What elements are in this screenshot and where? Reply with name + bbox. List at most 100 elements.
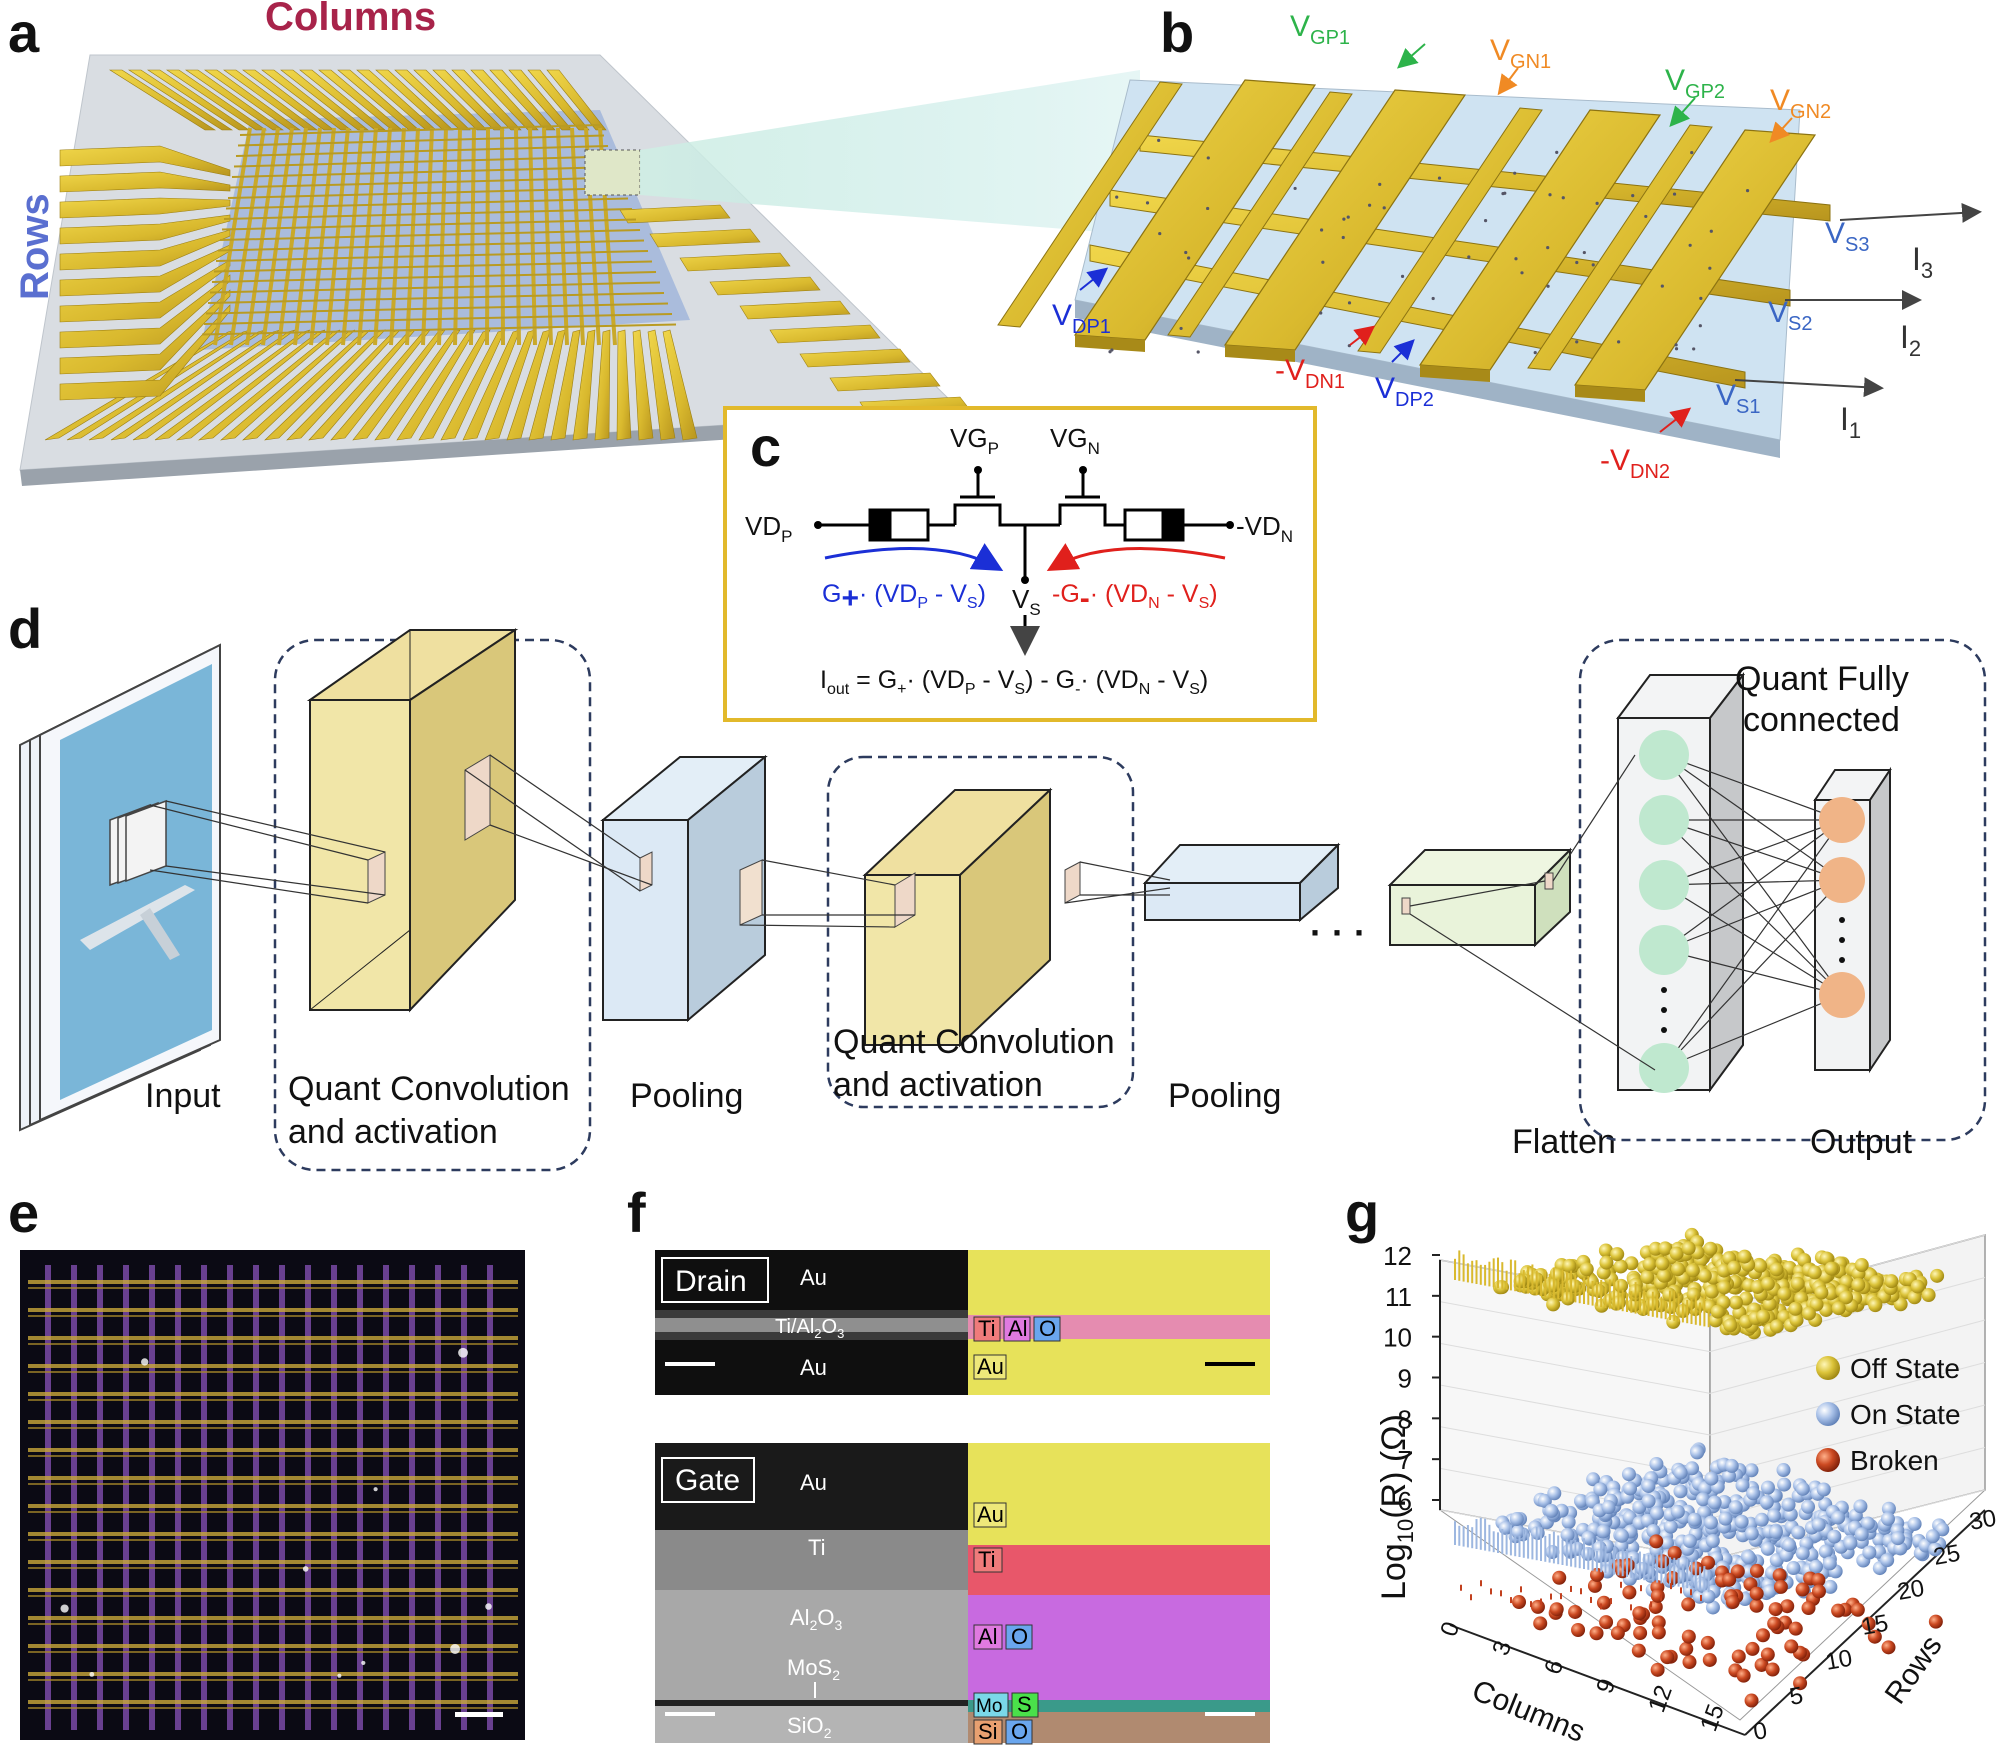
svg-text:S: S	[1017, 1692, 1032, 1717]
broken-projection	[1470, 1594, 1472, 1601]
crossbar-column	[229, 127, 266, 346]
svg-text:VS2: VS2	[1768, 296, 1812, 335]
micrograph-row-line	[28, 1364, 518, 1368]
micrograph-row-line	[28, 1511, 518, 1513]
column-lead-bottom	[594, 329, 611, 441]
micrograph-row-line	[28, 1595, 518, 1597]
nanostructure-dot	[1644, 214, 1648, 219]
off-state-point	[1613, 1259, 1628, 1274]
nanostructure-dot	[1110, 348, 1114, 352]
hidden-ellipsis-dot	[1661, 987, 1667, 993]
dust-particle	[141, 1358, 149, 1366]
off-state-point	[1723, 1318, 1738, 1333]
broken-point	[1765, 1662, 1780, 1677]
vgn1-label: VGN1	[1490, 34, 1551, 96]
off-state-point	[1893, 1297, 1908, 1312]
panel-b: b VGP1 VGN1 VGP2 VGN2 VDP1	[997, 1, 1982, 483]
micrograph-column-line	[435, 1265, 441, 1730]
on-state-point	[1744, 1463, 1759, 1478]
nanostructure-dot	[1513, 171, 1517, 175]
crossbar-row	[225, 197, 629, 210]
on-state-point	[1890, 1531, 1905, 1546]
nanostructure-dot	[1546, 246, 1550, 250]
svg-text:Ti: Ti	[978, 1547, 996, 1572]
on-state-point	[1823, 1579, 1838, 1594]
nanostructure-dot	[1319, 311, 1323, 315]
on-state-point	[1816, 1482, 1831, 1497]
gate-element-tags: Au Ti Al O Mo S Si O	[973, 1502, 1039, 1745]
vgn-node	[1079, 466, 1087, 474]
on-state-point	[1795, 1481, 1810, 1496]
on-state-point	[1682, 1533, 1697, 1548]
column-tick-label: 12	[1643, 1682, 1678, 1716]
column-lead-top	[223, 69, 318, 131]
on-state-point	[1760, 1480, 1775, 1495]
on-state-point	[1561, 1515, 1576, 1530]
off-state-point	[1788, 1301, 1803, 1316]
drain-strip	[997, 81, 1183, 328]
broken-point	[1768, 1602, 1783, 1617]
dust-particle	[450, 1644, 461, 1654]
svg-text:O: O	[1011, 1624, 1028, 1649]
off-state-point	[1710, 1304, 1725, 1319]
on-state-point	[1592, 1548, 1607, 1563]
svg-text:O: O	[1011, 1719, 1028, 1744]
nanostructure-dot	[1617, 340, 1621, 344]
panel-d-label: d	[8, 597, 42, 660]
column-tick-label: 6	[1539, 1656, 1569, 1678]
nanostructure-dot	[1196, 350, 1200, 354]
off-state-point	[1717, 1280, 1732, 1295]
broken-point	[1632, 1606, 1647, 1621]
micrograph-row-line	[28, 1483, 518, 1485]
on-state-point	[1570, 1541, 1585, 1556]
panel-b-label: b	[1160, 1, 1194, 64]
on-state-point	[1724, 1458, 1739, 1473]
column-lead-bottom	[572, 329, 596, 441]
micrograph-row-line	[28, 1371, 518, 1373]
nanostructure-dot	[1548, 193, 1552, 197]
off-state-point	[1703, 1241, 1718, 1256]
on-state-point	[1718, 1511, 1733, 1526]
nanostructure-dot	[1346, 215, 1350, 219]
crossbar-grid	[201, 124, 677, 346]
vgn-label: VGN	[1050, 423, 1100, 458]
fc-connection	[1663, 819, 1843, 1069]
on-state-point	[1781, 1497, 1796, 1512]
on-state-point	[1925, 1529, 1940, 1544]
nanostructure-dot	[1293, 186, 1297, 191]
z-tick-label: 8	[1398, 1404, 1412, 1434]
dust-particle	[361, 1660, 366, 1666]
broken-projection	[1620, 1581, 1622, 1588]
column-lead-top	[261, 69, 352, 131]
output-ellipsis-dot	[1839, 957, 1845, 963]
column-lead-top	[204, 69, 301, 131]
nanostructure-dot	[1688, 243, 1692, 247]
vdn-label: -VDN	[1236, 511, 1293, 546]
scale-bar-gate-eds	[1205, 1712, 1255, 1716]
input-caption: Input	[145, 1077, 221, 1115]
crossbar-column	[469, 127, 476, 346]
drain-title: Drain	[675, 1265, 747, 1298]
hidden-neuron	[1639, 860, 1689, 910]
on-state-point	[1687, 1512, 1702, 1527]
nanostructure-dot	[1483, 219, 1488, 223]
on-state-point	[1695, 1492, 1710, 1507]
on-state-point	[1827, 1529, 1842, 1544]
on-state-point	[1544, 1503, 1559, 1518]
gate-strip-edge	[1075, 335, 1145, 352]
z-tick-label: 9	[1398, 1364, 1412, 1394]
pool1-caption: Pooling	[630, 1077, 743, 1115]
off-state-point	[1801, 1306, 1816, 1321]
on-state-point	[1777, 1477, 1792, 1492]
on-state-point	[1822, 1556, 1837, 1571]
svg-text:Mo: Mo	[976, 1696, 1002, 1717]
drain-title-box	[661, 1257, 769, 1303]
panel-a: a Columns Rows	[8, 0, 1140, 486]
on-state-point	[1649, 1506, 1664, 1521]
nanostructure-dot	[1467, 255, 1471, 259]
broken-point	[1651, 1625, 1666, 1640]
drain-strip	[1527, 124, 1713, 371]
on-state-point	[1537, 1493, 1552, 1508]
svg-text:I1: I1	[1840, 401, 1861, 443]
conv2-caption-line1: Quant Convolution	[833, 1023, 1115, 1061]
